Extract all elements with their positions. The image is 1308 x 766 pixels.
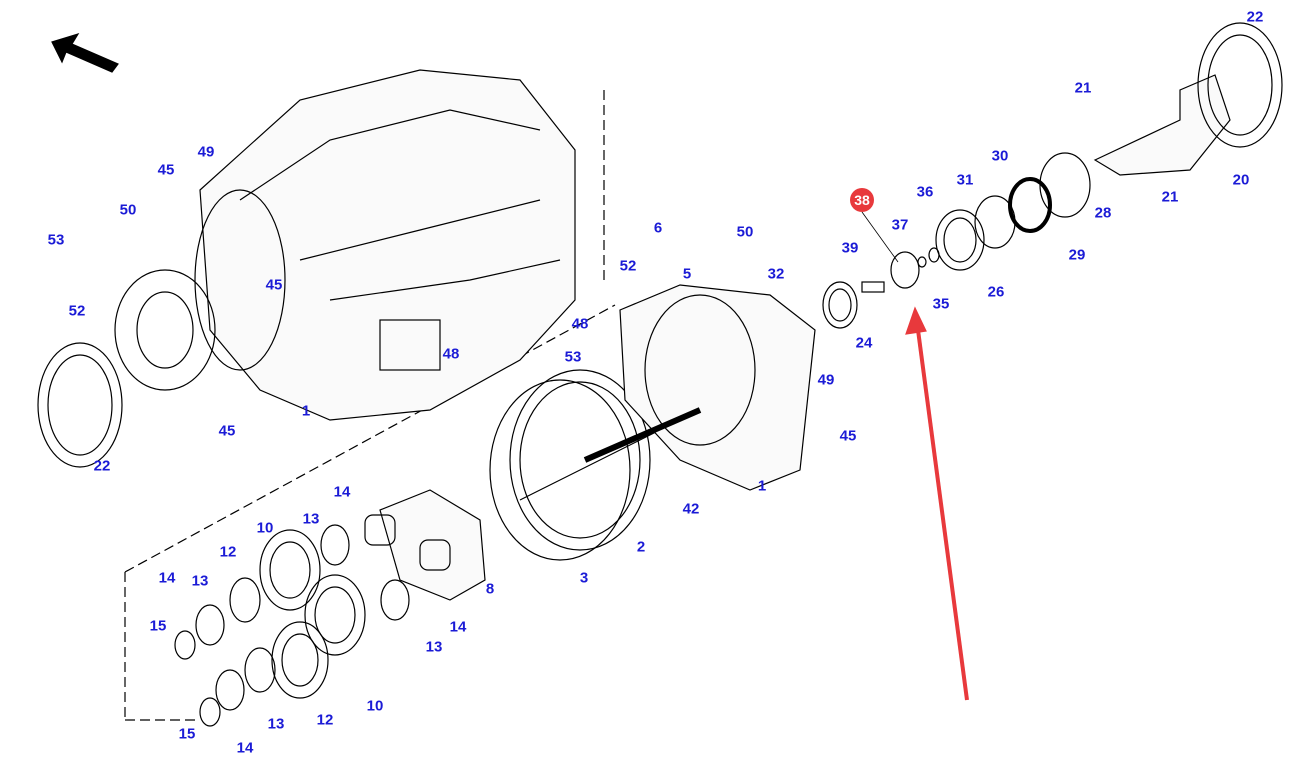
part-38-highlight-badge[interactable]: 38 [850, 188, 874, 212]
part-label[interactable]: 14 [236, 739, 254, 757]
part-label[interactable]: 22 [93, 457, 111, 475]
part-label[interactable]: 39 [841, 239, 859, 257]
part-label[interactable]: 8 [485, 580, 495, 598]
part-label[interactable]: 3 [579, 569, 589, 587]
part-label[interactable]: 45 [218, 422, 236, 440]
part-label[interactable]: 53 [47, 231, 65, 249]
part-label[interactable]: 42 [682, 500, 700, 518]
part-label[interactable]: 45 [839, 427, 857, 445]
part-label[interactable]: 20 [1232, 171, 1250, 189]
planet-carrier [364, 489, 486, 601]
part-label[interactable]: 30 [991, 147, 1009, 165]
part-label[interactable]: 13 [302, 510, 320, 528]
part-label[interactable]: 5 [682, 265, 692, 283]
part-label[interactable]: 15 [178, 725, 196, 743]
part-label[interactable]: 53 [564, 348, 582, 366]
direction-arrow-icon [51, 32, 119, 73]
part-label[interactable]: 35 [932, 295, 950, 313]
transmission-housing [194, 69, 576, 421]
part-label[interactable]: 32 [767, 265, 785, 283]
part-label[interactable]: 14 [333, 483, 351, 501]
part-label[interactable]: 50 [119, 201, 137, 219]
part-label[interactable]: 52 [619, 257, 637, 275]
part-label[interactable]: 13 [267, 715, 285, 733]
part-label[interactable]: 28 [1094, 204, 1112, 222]
part-label[interactable]: 10 [366, 697, 384, 715]
pointer-arrowhead-icon [905, 306, 927, 335]
leader-line-38 [861, 211, 899, 263]
part-label[interactable]: 13 [191, 572, 209, 590]
part-label[interactable]: 22 [1246, 8, 1264, 26]
rear-housing [583, 284, 816, 491]
part-label[interactable]: 10 [256, 519, 274, 537]
part-label[interactable]: 48 [571, 315, 589, 333]
part-label[interactable]: 50 [736, 223, 754, 241]
output-shaft-parts [822, 22, 1283, 329]
part-label[interactable]: 49 [817, 371, 835, 389]
part-label[interactable]: 21 [1074, 79, 1092, 97]
part-label[interactable]: 45 [265, 276, 283, 294]
left-hub [37, 269, 216, 468]
part-label[interactable]: 24 [855, 334, 873, 352]
part-label[interactable]: 26 [987, 283, 1005, 301]
part-label[interactable]: 45 [157, 161, 175, 179]
part-label[interactable]: 2 [636, 538, 646, 556]
part-label[interactable]: 14 [158, 569, 176, 587]
part-label[interactable]: 29 [1068, 246, 1086, 264]
assembly-dashed-lines [124, 90, 616, 721]
part-label[interactable]: 21 [1161, 188, 1179, 206]
pointer-arrow [916, 329, 969, 701]
part-label[interactable]: 14 [449, 618, 467, 636]
part-label[interactable]: 48 [442, 345, 460, 363]
part-label[interactable]: 1 [301, 402, 311, 420]
part-label[interactable]: 12 [316, 711, 334, 729]
part-label[interactable]: 1 [757, 477, 767, 495]
part-label[interactable]: 36 [916, 183, 934, 201]
part-label[interactable]: 37 [891, 216, 909, 234]
part-label[interactable]: 52 [68, 302, 86, 320]
part-label[interactable]: 15 [149, 617, 167, 635]
planet-gears [174, 524, 410, 727]
part-label[interactable]: 6 [653, 219, 663, 237]
ring-gear [489, 369, 681, 561]
part-label[interactable]: 12 [219, 543, 237, 561]
part-label[interactable]: 13 [425, 638, 443, 656]
part-label[interactable]: 31 [956, 171, 974, 189]
part-label[interactable]: 49 [197, 143, 215, 161]
